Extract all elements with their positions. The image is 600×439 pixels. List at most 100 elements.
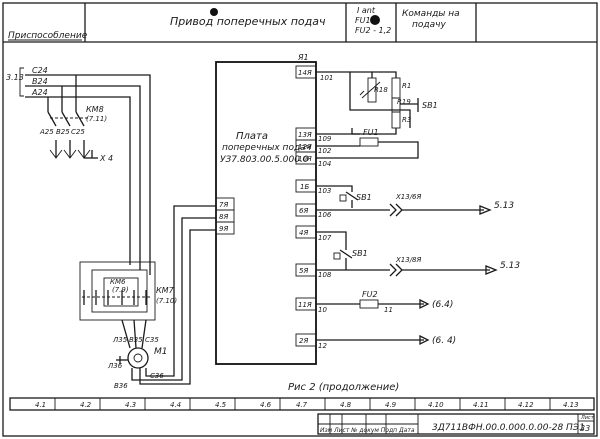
section-label: Приспособление [8, 31, 88, 41]
board-pin-top: Я1 [297, 53, 309, 62]
board-pin-5a: 5Я [299, 267, 308, 275]
motor-name: М1 [154, 347, 168, 357]
board-title-1: Плата [236, 131, 268, 142]
zone-13: 4.13 [563, 401, 579, 409]
supply-bus: 3.13 С24 В24 А24 КМ8 (7.11) А25 В25 С25 … [6, 66, 151, 275]
wire-108: 108 [318, 271, 332, 279]
zone-8: 4.8 [340, 401, 352, 409]
wire-109: 109 [318, 135, 332, 143]
zone-5: 4.5 [215, 401, 227, 409]
zone-1: 4.1 [35, 401, 46, 409]
board-pin-14a: 14Я [298, 69, 312, 77]
board-pin-12a: 12Я [298, 143, 312, 151]
ref-line1: I ant [357, 6, 376, 15]
commands-line2: подачу [412, 20, 446, 30]
zone-10: 4.10 [428, 401, 444, 409]
output-4: (6. 4) [432, 336, 456, 346]
right-wiring: 101 R18 R1 R19 R3 SB1 109 FU1 102 104 10… [316, 71, 520, 350]
resistor-r18 [367, 77, 377, 103]
contactor-a-ref: (7.9) [112, 286, 129, 294]
motor-terminal-a: Л36 [107, 362, 123, 370]
fuse-fu1 [359, 137, 379, 147]
zone-3: 4.3 [125, 401, 136, 409]
figure-caption: Рис 2 (продолжение) [288, 382, 399, 393]
ref-line2: FU1 [355, 16, 371, 25]
board-pin-11a: 11Я [298, 301, 312, 309]
connector-x13-8a: Х13/8Я [395, 256, 422, 264]
sheet-number: 33 [580, 424, 590, 433]
breaker-name: КМ8 [86, 105, 104, 114]
control-board: Я1 Плата поперечных подач УЗ7.803.00.5.0… [215, 53, 317, 365]
zone-4: 4.4 [170, 401, 181, 409]
breaker-phase-c: С25 [71, 128, 85, 136]
label-r3: R3 [402, 116, 411, 124]
board-title-3: УЗ7.803.00.5.000.0 [220, 155, 309, 165]
fuse-fu2 [359, 299, 379, 309]
sb-label-1: SB1 [356, 193, 372, 202]
motor-phase-c: С35 [145, 336, 159, 344]
zone-strip: 4.1 4.2 4.3 4.4 4.5 4.6 4.7 4.8 4.9 4.10… [9, 397, 595, 411]
zone-7: 4.7 [296, 401, 308, 409]
board-pin-2a: 2Я [299, 337, 308, 345]
output-3: (6.4) [432, 300, 453, 310]
breaker-ref: (7.11) [86, 115, 107, 123]
zone-2: 4.2 [80, 401, 92, 409]
zone-12: 4.12 [518, 401, 534, 409]
label-r1: R1 [402, 82, 411, 90]
output-2: 5.13 [500, 261, 520, 271]
connector-x13-6a: Х13/6Я [395, 193, 422, 201]
motor-symbol [127, 347, 149, 369]
contactor-a-name: КМ6 [110, 278, 126, 286]
board-pin-13a: 13Я [298, 131, 312, 139]
board-pin-8a: 8Я [219, 213, 228, 221]
supply-ref: 3.13 [6, 73, 24, 82]
motor-terminal-b: В36 [114, 382, 128, 390]
label-r18: R18 [374, 86, 388, 94]
sheet-label: Лист [580, 415, 595, 421]
board-pin-1b: 1Б [300, 183, 309, 191]
drawing-title: Привод поперечных подач [170, 15, 326, 28]
board-pin-10a: 10Я [298, 155, 312, 163]
breaker-phase-a: А25 [39, 128, 54, 136]
label-fu2: FU2 [362, 290, 378, 299]
switch-sb1: SB1 [422, 101, 438, 110]
wire-104: 104 [318, 160, 331, 168]
zone-6: 4.6 [260, 401, 272, 409]
ref-line3: FU2 - 1,2 [355, 26, 391, 35]
board-pin-9a: 9Я [219, 225, 228, 233]
output-1: 5.13 [494, 201, 514, 211]
resistor-r1 [391, 77, 401, 99]
breaker-phase-b: В25 [56, 128, 70, 136]
zone-9: 4.9 [385, 401, 397, 409]
supply-line-b24: В24 [32, 77, 48, 86]
wire-102: 102 [318, 147, 332, 155]
label-r19: R19 [397, 98, 411, 106]
resistor-r3 [391, 111, 401, 129]
motor-phase-b: В35 [129, 336, 143, 344]
contactor-b-name: КМ7 [156, 286, 175, 295]
wire-11: 11 [384, 306, 393, 314]
zone-11: 4.11 [473, 401, 489, 409]
wire-12: 12 [318, 342, 327, 350]
wire-103: 103 [318, 187, 331, 195]
sb-label-2: SB1 [352, 249, 368, 258]
contactor-b-ref: (7.10) [156, 297, 177, 305]
supply-line-c24: С24 [32, 66, 48, 75]
board-pin-7a: 7Я [219, 201, 228, 209]
supply-line-a24: А24 [31, 88, 48, 97]
wire-101: 101 [320, 74, 333, 82]
title-block: Изм Лист № докум Подп Дата 3Д711ВФН.00.0… [317, 413, 595, 435]
drawing-designation: 3Д711ВФН.00.0.000.0.00-28 ПЭ1 [432, 423, 585, 433]
motor-circuit: КМ6 (7.9) КМ7 (7.10) Л35 В35 С35 М1 Л36 … [79, 205, 216, 390]
label-fu1: FU1 [363, 128, 379, 137]
title-block-columns: Изм Лист № докум Подп Дата [320, 427, 415, 434]
breaker-output: Х 4 [99, 154, 113, 163]
board-title-2: поперечных подач [222, 143, 311, 153]
header: Приспособление Привод поперечных подач I… [3, 3, 597, 43]
board-pin-4a: 4Я [299, 229, 308, 237]
ink-blot [210, 8, 218, 16]
ink-blot-2 [370, 15, 380, 25]
commands-line1: Команды на [402, 9, 460, 19]
